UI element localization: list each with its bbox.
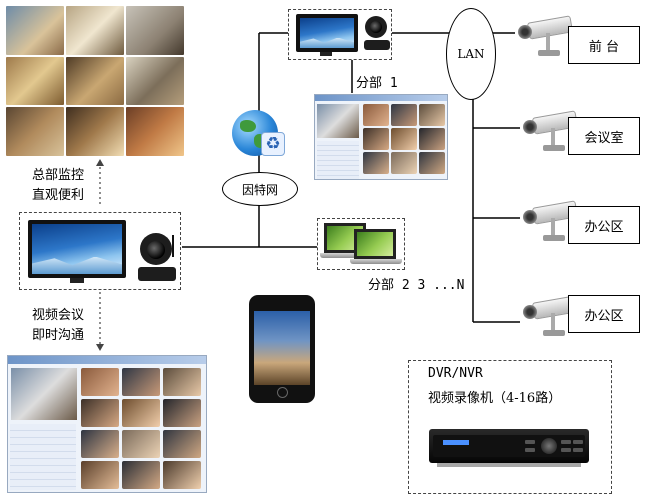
bullet-camera-icon: [514, 15, 574, 63]
branch2-label: 分部 2 3 ...N: [368, 278, 465, 293]
collage-tile: [126, 56, 184, 106]
recycle-icon: ♻: [261, 132, 285, 156]
zone-meeting-room: 会议室: [568, 117, 640, 155]
conference-main-view: [11, 368, 77, 420]
laptop-icon: [354, 229, 396, 259]
branch1-label: 分部 1: [356, 76, 398, 91]
video-conference-window: [7, 355, 207, 493]
bullet-camera-icon: [519, 110, 579, 158]
hq-station-box: [19, 212, 181, 290]
lan-node: LAN: [446, 8, 496, 100]
dvr-subtitle: 视频录像机（4-16路）: [428, 391, 562, 406]
dvr-device-icon: [429, 429, 589, 463]
collage-tile: [6, 6, 64, 55]
collage-tile: [66, 6, 124, 55]
branch1-station-box: [288, 9, 392, 60]
hq-monitoring-collage: [6, 6, 184, 156]
participant-grid: [81, 368, 201, 489]
smartphone-icon: [249, 295, 315, 403]
hq-caption-line1: 总部监控: [32, 168, 85, 183]
conference-caption-line1: 视频会议: [32, 308, 85, 323]
network-camera-icon: [363, 16, 391, 56]
branch2-station-box: [317, 218, 405, 270]
conference-caption-line2: 即时沟通: [32, 328, 85, 343]
collage-tile: [66, 107, 124, 156]
zone-office-area: 办公区: [568, 206, 640, 244]
dvr-title: DVR/NVR: [428, 366, 483, 381]
zone-office-area-2: 办公区: [568, 295, 640, 333]
collage-tile: [6, 107, 64, 156]
bullet-camera-icon: [519, 295, 579, 343]
monitor-icon: [28, 220, 126, 278]
monitor-icon: [296, 14, 358, 52]
hq-caption-line2: 直观便利: [32, 188, 85, 203]
collage-tile: [126, 107, 184, 156]
network-camera-icon: [136, 233, 180, 285]
internet-node: 因特网: [222, 172, 298, 206]
zone-front-desk: 前 台: [568, 26, 640, 64]
collage-tile: [6, 56, 64, 106]
collage-tile: [66, 56, 124, 106]
branch1-conference-window: [314, 94, 448, 180]
dvr-box: DVR/NVR 视频录像机（4-16路）: [408, 360, 612, 494]
bullet-camera-icon: [519, 200, 579, 248]
collage-tile: [126, 6, 184, 55]
contact-list: [10, 424, 76, 490]
